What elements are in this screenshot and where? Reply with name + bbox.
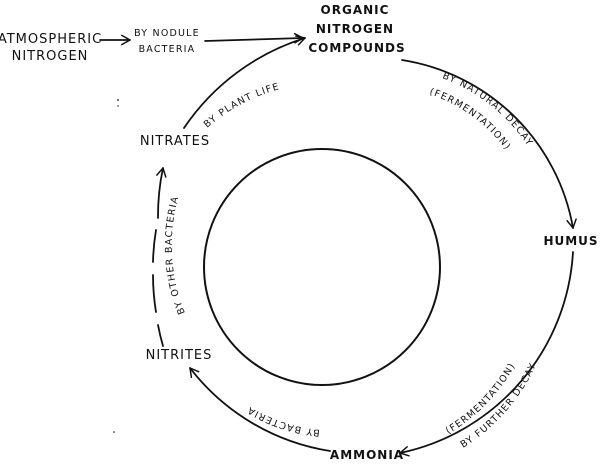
node-nitrates: NITRATES bbox=[140, 134, 210, 149]
svg-text:BY NATURAL DECAY: BY NATURAL DECAY bbox=[441, 70, 535, 148]
natural-decay-line2: (FERMENTATION) bbox=[428, 86, 512, 152]
nodule-bacteria-line2: BACTERIA bbox=[139, 44, 196, 55]
natural-decay-line1: BY NATURAL DECAY bbox=[441, 70, 534, 148]
by-plant-life-text: BY PLANT LIFE bbox=[202, 81, 280, 130]
atmospheric-nitrogen-line1: ATMOSPHERIC bbox=[0, 32, 102, 47]
node-humus: HUMUS bbox=[543, 234, 598, 248]
node-ammonia: AMMONIA bbox=[330, 448, 404, 462]
edge-label-by-natural-decay: BY NATURAL DECAY (FERMENTATION) bbox=[428, 70, 535, 152]
scan-speck bbox=[117, 105, 119, 107]
atmospheric-nitrogen-line2: NITROGEN bbox=[12, 49, 89, 64]
by-bacteria-text: BY BACTERIA bbox=[245, 404, 319, 438]
nodule-bacteria-line1: BY NODULE bbox=[134, 28, 200, 39]
scan-speck bbox=[117, 99, 119, 101]
arrow-nitrites-to-nitrates bbox=[152, 167, 167, 347]
edge-label-by-nodule-bacteria: BY NODULE BACTERIA bbox=[134, 28, 200, 55]
further-decay-line1: BY FURTHER DECAY bbox=[459, 361, 538, 450]
edge-label-by-further-decay: BY FURTHER DECAY (FERMENTATION) bbox=[444, 361, 539, 451]
node-organic-nitrogen-compounds: ORGANIC NITROGEN COMPOUNDS bbox=[308, 3, 405, 55]
svg-text:BY FURTHER DECAY: BY FURTHER DECAY bbox=[459, 361, 539, 450]
scan-speck bbox=[113, 431, 115, 433]
edge-label-by-plant-life: BY PLANT LIFE bbox=[202, 81, 281, 130]
arrow-nitrates-to-organic bbox=[183, 35, 306, 129]
organic-line3: COMPOUNDS bbox=[308, 41, 405, 55]
organic-line2: NITROGEN bbox=[316, 22, 394, 36]
arrow-ammonia-to-nitrites bbox=[189, 367, 331, 452]
node-atmospheric-nitrogen: ATMOSPHERIC NITROGEN bbox=[0, 32, 102, 64]
organic-line1: ORGANIC bbox=[321, 3, 390, 17]
edge-label-by-bacteria: BY BACTERIA bbox=[245, 404, 320, 438]
arrow-organic-to-humus bbox=[401, 59, 577, 229]
inner-circle bbox=[203, 148, 441, 386]
arrow-nodule-bacteria-to-organic bbox=[204, 32, 304, 44]
node-nitrites: NITRITES bbox=[146, 348, 213, 363]
arrow-humus-to-ammonia bbox=[399, 251, 574, 457]
svg-text:(FERMENTATION): (FERMENTATION) bbox=[428, 86, 513, 152]
edge-label-by-other-bacteria: BY OTHER BACTERIA bbox=[164, 195, 188, 316]
by-other-bacteria-text: BY OTHER BACTERIA bbox=[164, 195, 187, 316]
